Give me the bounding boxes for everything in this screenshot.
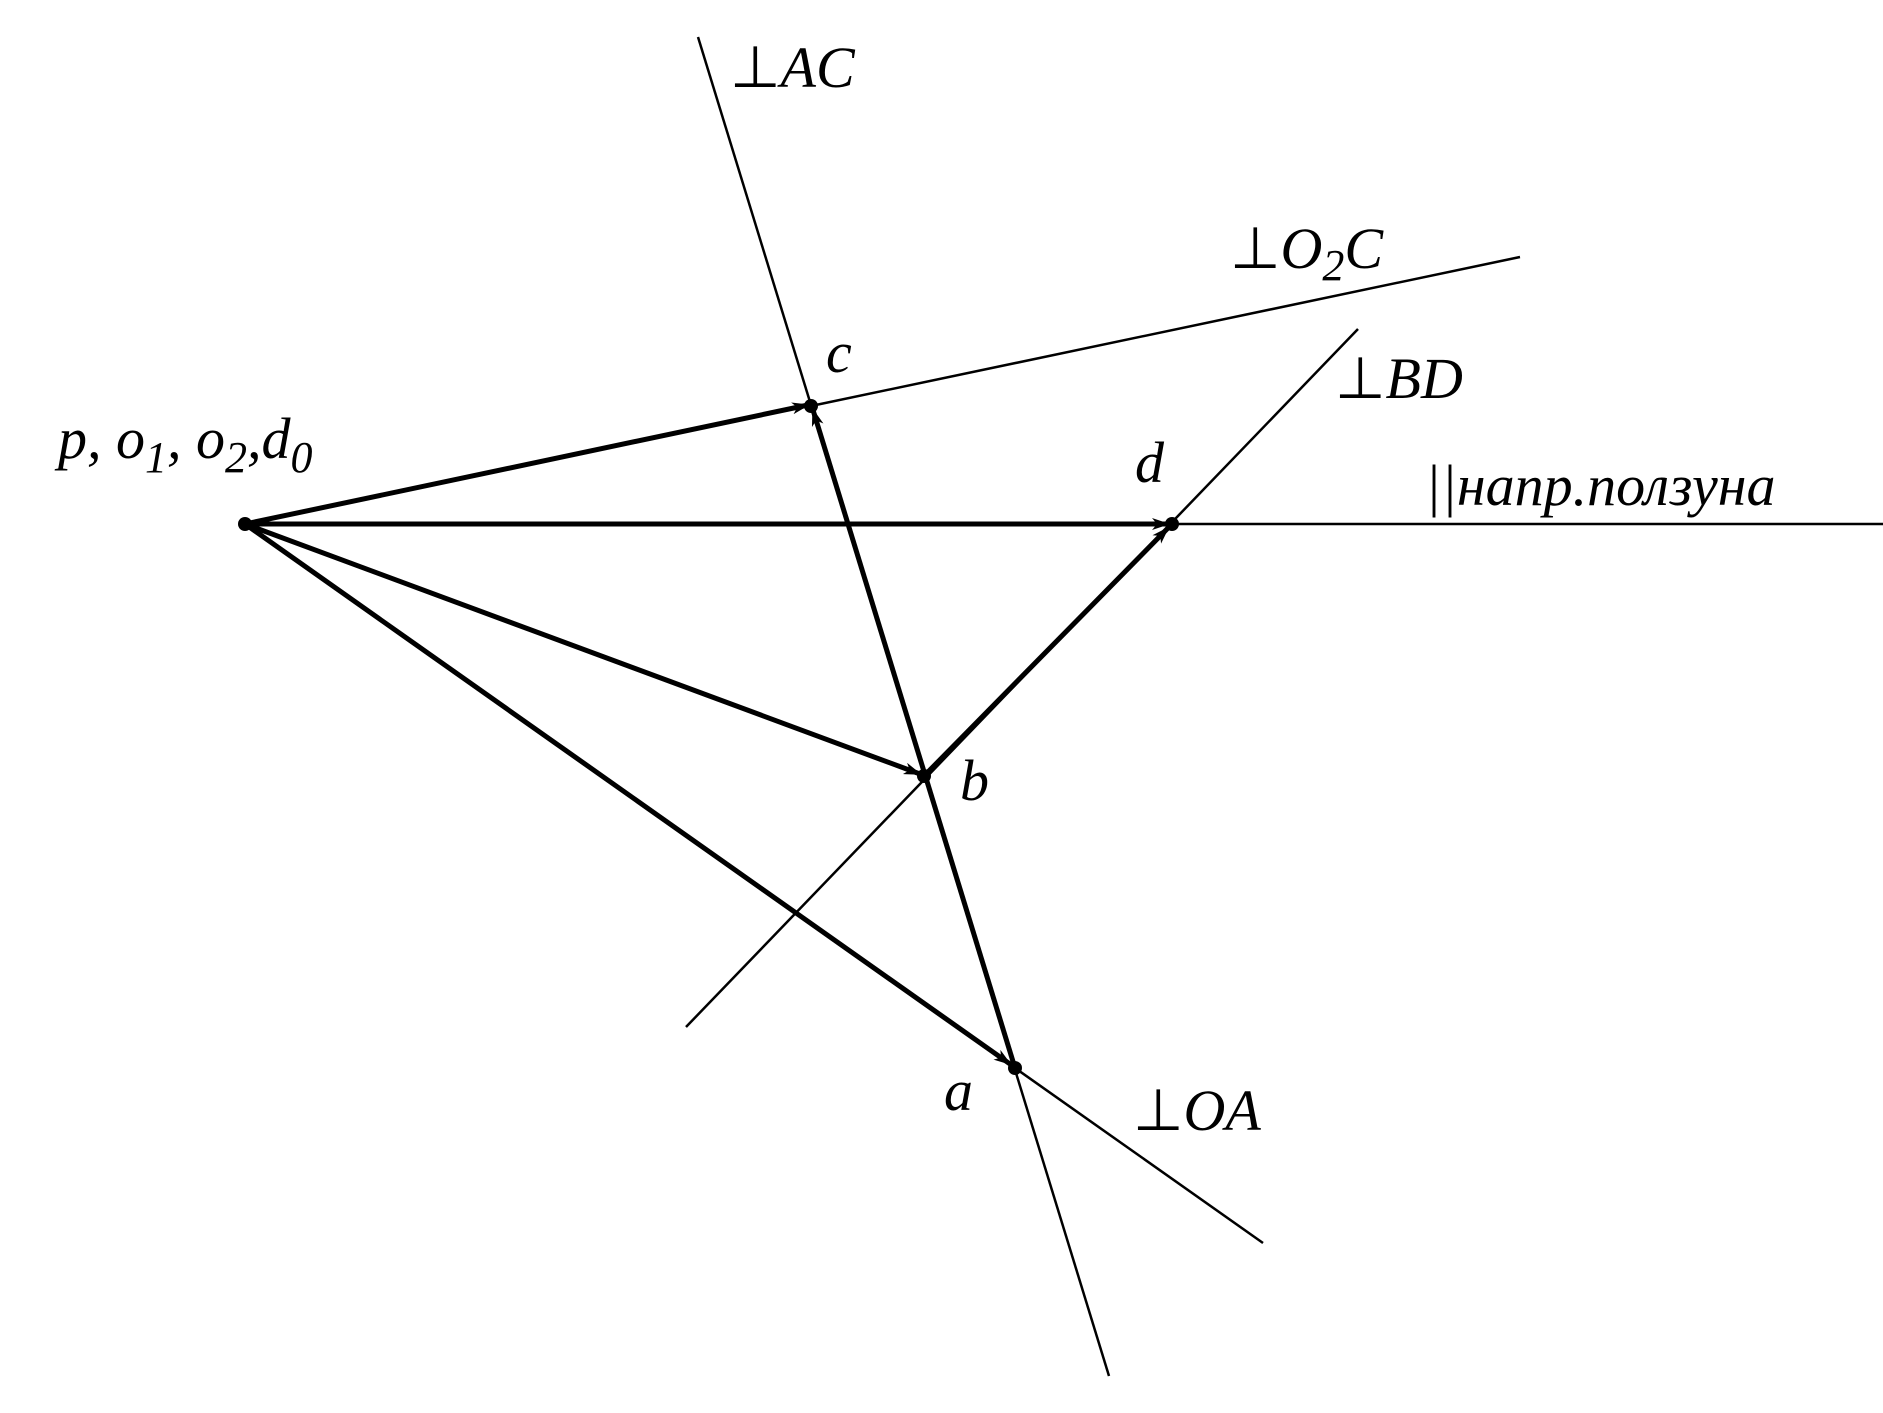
vector-bd: [922, 526, 1170, 778]
point-c-label: c: [826, 320, 852, 385]
point-b: [917, 769, 931, 783]
vector-pc: [244, 402, 810, 527]
point-b-label: b: [960, 748, 989, 813]
line-perp-oa: [1014, 1066, 1264, 1245]
vector-pa: [243, 521, 1012, 1067]
line-perp-o2c: [810, 255, 1521, 408]
vector-ac: [810, 408, 1018, 1069]
point-a-label: a: [944, 1058, 973, 1123]
perp-oa-label: ⊥OA: [1133, 1078, 1261, 1143]
point-p: [238, 517, 252, 531]
origin-label: p, o1, o2,d0: [54, 406, 313, 482]
perp-bd-label: ⊥BD: [1335, 346, 1463, 411]
point-d: [1165, 517, 1179, 531]
point-a: [1008, 1061, 1022, 1075]
perp-ac-label: ⊥AC: [730, 35, 856, 100]
vector-pb: [244, 521, 922, 777]
perp-o2c-label: ⊥O2C: [1230, 216, 1384, 290]
parallel-slider-label: ||напр.ползуна: [1425, 453, 1775, 518]
point-c: [804, 399, 818, 413]
point-d-label: d: [1135, 430, 1165, 495]
